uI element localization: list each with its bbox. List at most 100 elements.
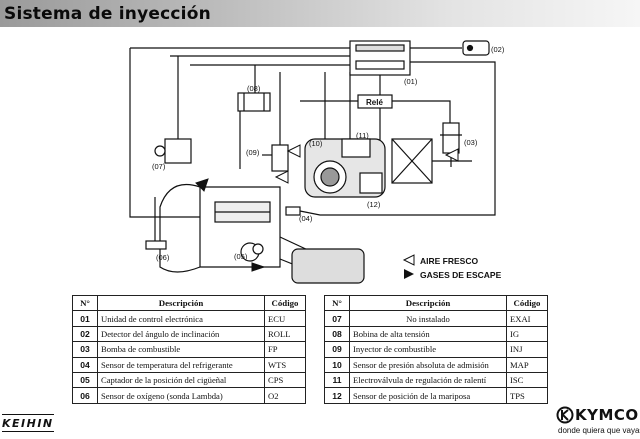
page-header: Sistema de inyección	[0, 0, 640, 27]
cell-num: 03	[72, 341, 98, 358]
injection-system-diagram: (01) (02) (03) (04) (05) (06) (07) (08) …	[0, 27, 640, 289]
header-num: N°	[324, 294, 350, 312]
cell-code: EXAI	[506, 310, 548, 327]
wire-to-wts	[299, 210, 380, 216]
cell-desc: Bomba de combustible	[97, 341, 265, 358]
cell-code: ECU	[264, 310, 306, 327]
muffler	[291, 248, 365, 284]
table-header-row: N° Descripción Código	[72, 294, 306, 312]
cell-desc: Sensor de oxígeno (sonda Lambda)	[97, 387, 265, 404]
fresh-air-arrow-2	[286, 144, 301, 158]
cell-num: 12	[324, 387, 350, 404]
fresh-air-arrow-1	[444, 148, 459, 162]
cell-desc: Unidad de control electrónica	[97, 310, 265, 327]
cell-desc: Sensor de presión absoluta de admisión	[349, 356, 507, 373]
coolant-temp-sensor	[285, 206, 301, 216]
header-num: N°	[72, 294, 98, 312]
exhaust-arrow-2	[251, 262, 266, 272]
header-code: Código	[264, 294, 306, 312]
callout-10: (10)	[309, 139, 323, 148]
intake-runner	[159, 183, 201, 273]
kymco-brand: KYMCO	[575, 406, 639, 424]
tilt-sensor	[462, 40, 490, 56]
cell-num: 01	[72, 310, 98, 327]
diagram-canvas: (01) (02) (03) (04) (05) (06) (07) (08) …	[129, 40, 505, 284]
callout-09: (09)	[246, 148, 260, 157]
diagram-legend: AIRE FRESCO GASES DE ESCAPE	[402, 254, 502, 280]
callout-11: (11)	[356, 131, 369, 140]
callout-03: (03)	[464, 138, 478, 147]
wire-harness-left	[129, 48, 225, 218]
wire-harness-right	[380, 61, 496, 216]
ignition-coil	[237, 92, 271, 112]
cell-num: 09	[324, 341, 350, 358]
callout-12: (12)	[367, 200, 381, 209]
relay-box	[357, 94, 393, 109]
kymco-slogan: donde quiera que vayas	[558, 426, 640, 435]
keihin-brand: KEIHIN	[2, 414, 54, 432]
callout-02: (02)	[491, 45, 505, 54]
callout-05: (05)	[234, 252, 248, 261]
cell-desc: Sensor de posición de la mariposa	[349, 387, 507, 404]
oxygen-sensor	[145, 240, 167, 250]
header-code: Código	[506, 294, 548, 312]
fresh-air-arrow-3	[274, 170, 289, 184]
cell-num: 10	[324, 356, 350, 373]
legend-exhaust-icon	[404, 269, 414, 279]
cell-num: 07	[324, 310, 350, 327]
callout-01: (01)	[404, 77, 418, 86]
header-desc: Descripción	[97, 294, 265, 312]
cell-code: ISC	[506, 371, 548, 389]
table-header-row: N° Descripción Código	[324, 294, 548, 312]
callout-04: (04)	[299, 214, 313, 223]
cell-num: 06	[72, 387, 98, 404]
cell-code: FP	[264, 341, 306, 358]
cell-code: ROLL	[264, 325, 306, 343]
exai-valve	[164, 138, 192, 164]
legend-fresh-air-icon	[402, 254, 415, 266]
cell-desc: Electroválvula de regulación de ralentí	[349, 371, 507, 389]
cell-code: MAP	[506, 356, 548, 373]
relay-label: Relé	[366, 98, 383, 107]
exhaust-arrow-1	[195, 178, 209, 192]
cell-num: 02	[72, 325, 98, 343]
callout-07: (07)	[152, 162, 166, 171]
crank-position-sensor	[252, 243, 264, 255]
fuel-pump	[442, 122, 460, 154]
cell-desc: Inyector de combustible	[349, 341, 507, 358]
fuel-injector	[271, 144, 289, 172]
callout-08: (08)	[247, 84, 261, 93]
cell-code: CPS	[264, 371, 306, 389]
cell-desc: No instalado	[349, 310, 507, 327]
cell-num: 11	[324, 371, 350, 389]
cell-num: 05	[72, 371, 98, 389]
cell-desc: Bobina de alta tensión	[349, 325, 507, 343]
callout-06: (06)	[156, 253, 170, 262]
legend-fresh-air-label: AIRE FRESCO	[420, 256, 478, 266]
cell-code: TPS	[506, 387, 548, 404]
cell-code: WTS	[264, 356, 306, 373]
header-desc: Descripción	[349, 294, 507, 312]
cell-num: 04	[72, 356, 98, 373]
cell-desc: Sensor de temperatura del refrigerante	[97, 356, 265, 373]
kymco-logo-icon	[556, 406, 574, 424]
legend-exhaust-label: GASES DE ESCAPE	[420, 270, 502, 280]
cell-desc: Captador de la posición del cigüeñal	[97, 371, 265, 389]
cell-code: O2	[264, 387, 306, 404]
cell-code: INJ	[506, 341, 548, 358]
page-title: Sistema de inyección	[4, 4, 211, 24]
